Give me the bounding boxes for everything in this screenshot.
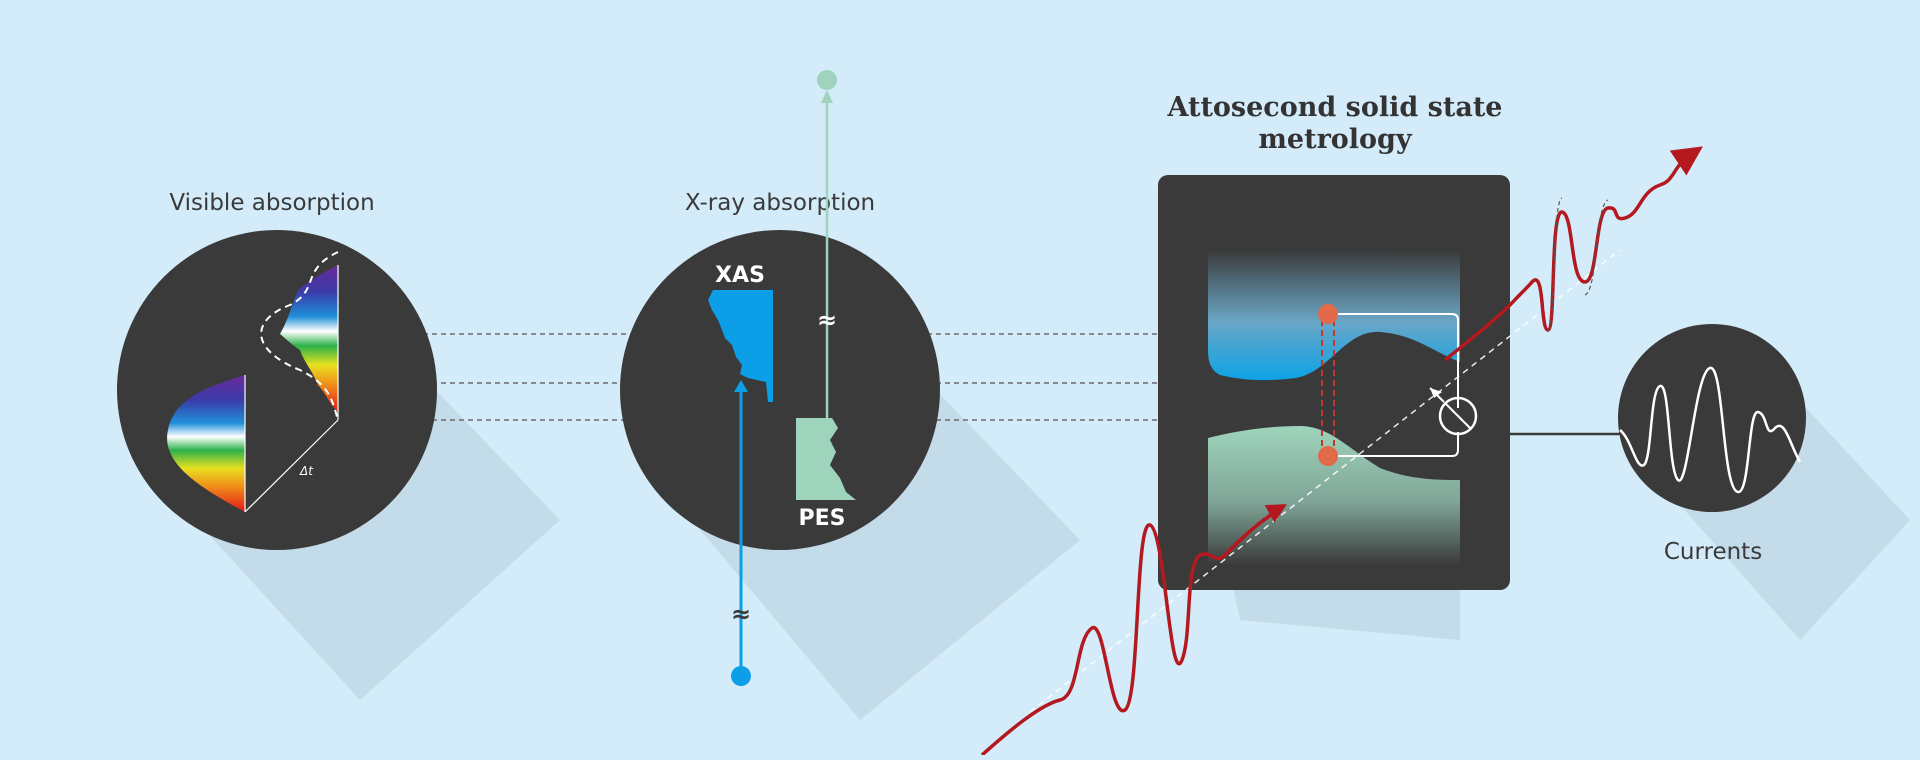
visible-absorption-circle bbox=[117, 230, 437, 550]
xas-label: XAS bbox=[715, 263, 765, 288]
laser-pulse bbox=[980, 146, 1703, 757]
valence-band bbox=[1208, 426, 1460, 565]
xray-absorption-label: X-ray absorption bbox=[685, 190, 875, 216]
currents-panel: Currents bbox=[1618, 324, 1806, 565]
axis-break-icon-top: ≈ bbox=[817, 306, 837, 334]
spectral-envelope bbox=[260, 251, 339, 421]
energy-level-guides bbox=[270, 333, 1330, 421]
transmitted-spectrum bbox=[280, 265, 338, 412]
xray-absorption-circle bbox=[620, 230, 940, 550]
excited-electron-marker bbox=[1318, 304, 1338, 324]
currents-circle bbox=[1618, 324, 1806, 512]
photoelectron-detector-dot bbox=[817, 70, 837, 90]
pes-spectrum bbox=[796, 340, 856, 500]
current-waveform bbox=[1619, 366, 1802, 494]
visible-absorption-panel: Visible absorption Δt bbox=[117, 190, 437, 550]
xray-source-dot bbox=[731, 666, 751, 686]
metrology-title-line2: metrology bbox=[1258, 124, 1413, 155]
xas-spectrum bbox=[708, 290, 773, 402]
broadband-pulse-spectrum bbox=[167, 375, 245, 512]
incident-field-waveform bbox=[980, 508, 1281, 757]
hole-marker bbox=[1318, 446, 1338, 466]
metrology-panel: Attosecond solid state metrology bbox=[1029, 92, 1621, 713]
ammeter-icon bbox=[1438, 396, 1478, 436]
delta-t-label: Δt bbox=[299, 464, 314, 478]
pes-label: PES bbox=[799, 506, 846, 531]
axis-break-icon: ≈ bbox=[731, 600, 751, 628]
xray-absorption-panel: X-ray absorption ≈ XAS ≈ PES bbox=[620, 70, 940, 686]
metrology-title-line1: Attosecond solid state bbox=[1167, 92, 1503, 123]
visible-absorption-label: Visible absorption bbox=[169, 190, 374, 216]
transmitted-field-waveform bbox=[1443, 153, 1692, 362]
currents-label: Currents bbox=[1664, 539, 1762, 565]
